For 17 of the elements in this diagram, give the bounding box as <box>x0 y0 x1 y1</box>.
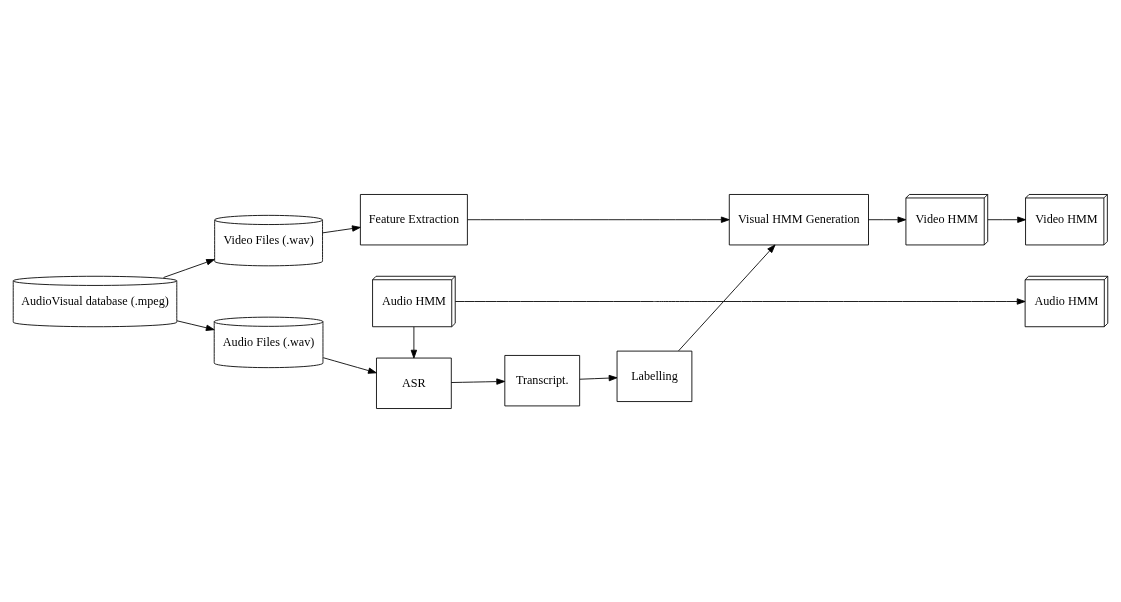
arrow <box>467 216 730 223</box>
arrow <box>454 297 1026 305</box>
arrow <box>987 216 1026 223</box>
arrow <box>450 377 506 385</box>
node-box: Labelling <box>616 350 693 402</box>
node-box: Feature Extraction <box>359 193 468 245</box>
node-box: Visual HMM Generation <box>728 193 869 245</box>
arrow <box>322 224 361 233</box>
arrow <box>163 258 215 278</box>
arrow <box>868 216 907 223</box>
node-box: ASR <box>376 357 452 409</box>
arrow <box>410 325 418 358</box>
arrow <box>322 356 377 374</box>
node-box: Transcript. <box>504 354 581 406</box>
arrow <box>579 374 618 381</box>
arrow <box>678 244 776 351</box>
arrow <box>176 319 215 331</box>
